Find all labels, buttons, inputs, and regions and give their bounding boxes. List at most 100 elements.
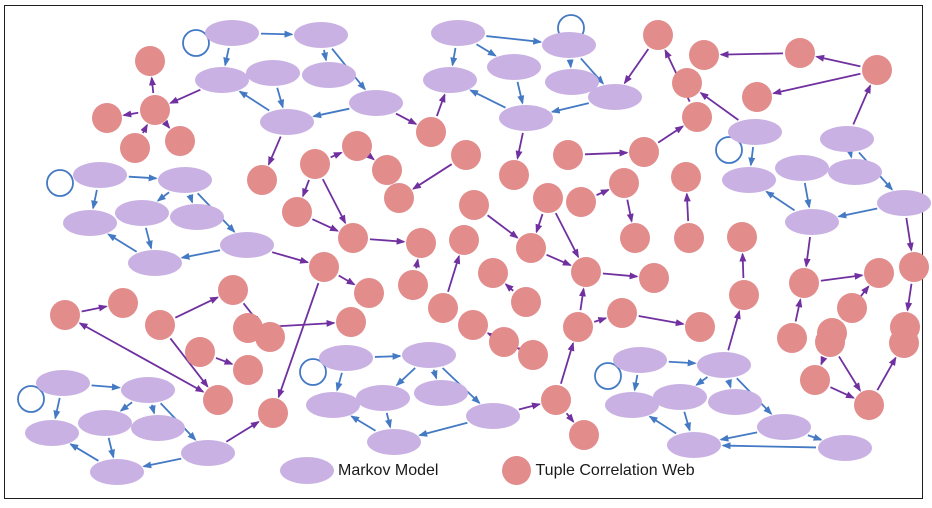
edge-arrow: [699, 92, 739, 121]
edge-arrow: [565, 412, 575, 423]
edge-arrow: [580, 57, 605, 85]
tuple-node: [398, 270, 428, 300]
edge-arrow: [119, 401, 133, 412]
edge-arrow: [486, 332, 497, 340]
edge-arrow: [648, 415, 677, 435]
markov-model-node: [877, 190, 931, 216]
edge-arrow: [169, 337, 209, 388]
markov-model-node: [306, 392, 360, 418]
markov-model-node: [785, 209, 839, 235]
edge-arrow: [225, 421, 260, 443]
edge-arrow: [128, 174, 158, 182]
markov-model-node: [260, 109, 314, 135]
tuple-node: [233, 355, 263, 385]
edge-arrow: [657, 125, 685, 144]
tuple-node: [789, 268, 819, 298]
edge-arrow: [169, 88, 201, 104]
tuple-node: [837, 293, 867, 323]
edge-arrow: [504, 283, 514, 292]
edge-arrow: [276, 87, 285, 109]
markov-model-node: [78, 410, 132, 436]
legend-label-tuple: Tuple Correlation Web: [535, 461, 695, 479]
markov-model-node: [757, 414, 811, 440]
edge-arrow: [820, 272, 864, 282]
edge-arrow: [683, 192, 691, 222]
edge-arrow: [515, 132, 524, 160]
edge-arrow: [852, 84, 872, 125]
edge-arrow: [180, 249, 221, 260]
edge-arrow: [186, 194, 194, 204]
tuple-node: [671, 162, 701, 192]
tuple-node: [342, 131, 372, 161]
edge-arrow: [518, 402, 541, 411]
markov-model-node: [414, 380, 468, 406]
edge-arrow: [385, 412, 392, 429]
markov-model-node: [697, 352, 751, 378]
tuple-node: [672, 68, 702, 98]
self-loop-arrow: [715, 136, 743, 164]
tuple-node: [384, 183, 414, 213]
tuple-node: [516, 233, 546, 263]
markov-model-node: [90, 459, 144, 485]
edge-arrow: [683, 411, 691, 432]
tuple-node: [338, 223, 368, 253]
markov-model-node: [828, 159, 882, 185]
self-loop-arrow: [182, 29, 210, 57]
tuple-node: [459, 190, 489, 220]
markov-model-node: [356, 385, 410, 411]
edge-arrow: [905, 217, 914, 252]
edge-arrow: [837, 207, 878, 219]
edge-arrow: [719, 50, 784, 58]
edge-arrow: [566, 59, 574, 69]
edge-arrow: [765, 190, 796, 212]
tuple-node: [416, 117, 446, 147]
tuple-node: [300, 149, 330, 179]
tuple-correlation-swatch: [502, 456, 532, 485]
tuple-node: [689, 40, 719, 70]
markov-model-node: [542, 32, 596, 58]
edge-arrow: [476, 43, 497, 57]
markov-model-node: [121, 377, 175, 403]
tuple-node: [553, 140, 583, 170]
tuple-node: [800, 365, 830, 395]
edge-arrow: [668, 359, 697, 367]
edge-arrow: [69, 443, 99, 462]
tuple-node: [569, 420, 599, 450]
self-loop-arrow: [46, 169, 74, 197]
edge-arrow: [144, 227, 153, 250]
tuple-node: [566, 187, 596, 217]
markov-model-node: [73, 162, 127, 188]
edge-arrow: [321, 49, 328, 62]
markov-model-node: [588, 84, 642, 110]
edge-arrow: [107, 437, 115, 459]
markov-model-node: [613, 347, 667, 373]
edge-arrow: [550, 102, 590, 114]
markov-model-node: [367, 429, 421, 455]
edge-arrow: [546, 253, 572, 267]
tuple-node: [336, 307, 366, 337]
tuple-node: [742, 82, 772, 112]
self-loop-arrow: [17, 385, 45, 413]
tuple-node: [406, 228, 436, 258]
tuple-node: [607, 298, 637, 328]
tuple-node: [563, 312, 593, 342]
edge-arrow: [140, 123, 148, 134]
legend: Markov Model Tuple Correlation Web: [280, 456, 695, 485]
markov-model-node: [158, 167, 212, 193]
edge-arrow: [772, 72, 861, 96]
legend-label-markov: Markov Model: [338, 461, 439, 479]
edge-arrow: [338, 274, 356, 286]
edge-arrow: [81, 304, 108, 313]
edge-arrow: [727, 309, 741, 351]
tuple-node: [639, 263, 669, 293]
edge-arrow: [312, 218, 339, 232]
markov-model-node: [818, 435, 872, 461]
edge-arrow: [365, 151, 375, 161]
tuple-node: [674, 223, 704, 253]
edge-arrow: [435, 93, 446, 117]
edge-arrow: [267, 136, 282, 166]
edge-arrow: [238, 90, 270, 112]
markov-model-node: [195, 67, 249, 93]
edge-arrow: [516, 81, 525, 105]
edge-arrow: [794, 298, 803, 322]
